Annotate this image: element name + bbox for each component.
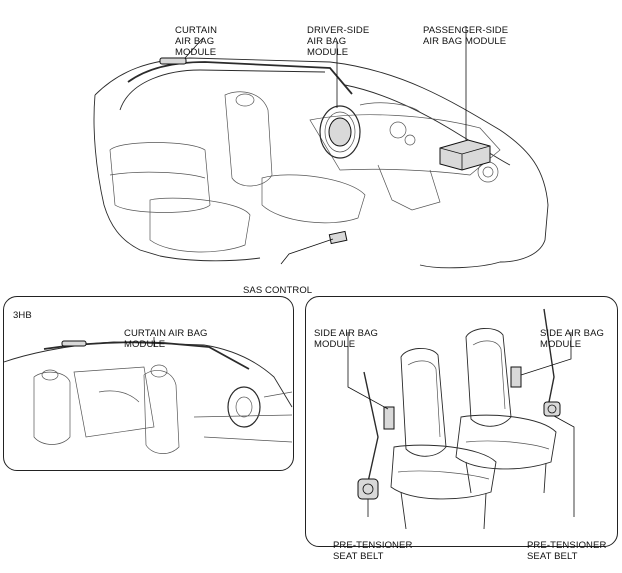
right-side-airbag	[510, 366, 522, 388]
3hb-curtain-rail	[43, 341, 250, 370]
sas-control-module	[328, 230, 348, 245]
right-seat-belt	[543, 308, 555, 408]
passenger-airbag-module	[439, 139, 491, 171]
left-seat	[390, 348, 497, 530]
left-pretensioner	[357, 478, 379, 500]
3hb-car-illustration	[4, 337, 293, 454]
panel-3hb	[3, 296, 294, 471]
left-seat-belt	[363, 371, 379, 483]
rear-seat	[109, 142, 251, 253]
left-side-airbag	[383, 406, 395, 430]
leader-sas	[280, 238, 334, 265]
right-pretensioner	[543, 401, 561, 417]
3hb-variant-label: 3HB	[13, 310, 32, 321]
curtain-airbag-inflator	[159, 57, 187, 65]
top-car-illustration	[93, 26, 549, 269]
car-body-outline	[93, 57, 549, 269]
steering-wheel	[319, 105, 361, 159]
seats-illustration	[347, 308, 575, 530]
right-seat	[455, 328, 557, 494]
leader-curtain	[184, 37, 204, 59]
panel-seats	[305, 296, 618, 547]
